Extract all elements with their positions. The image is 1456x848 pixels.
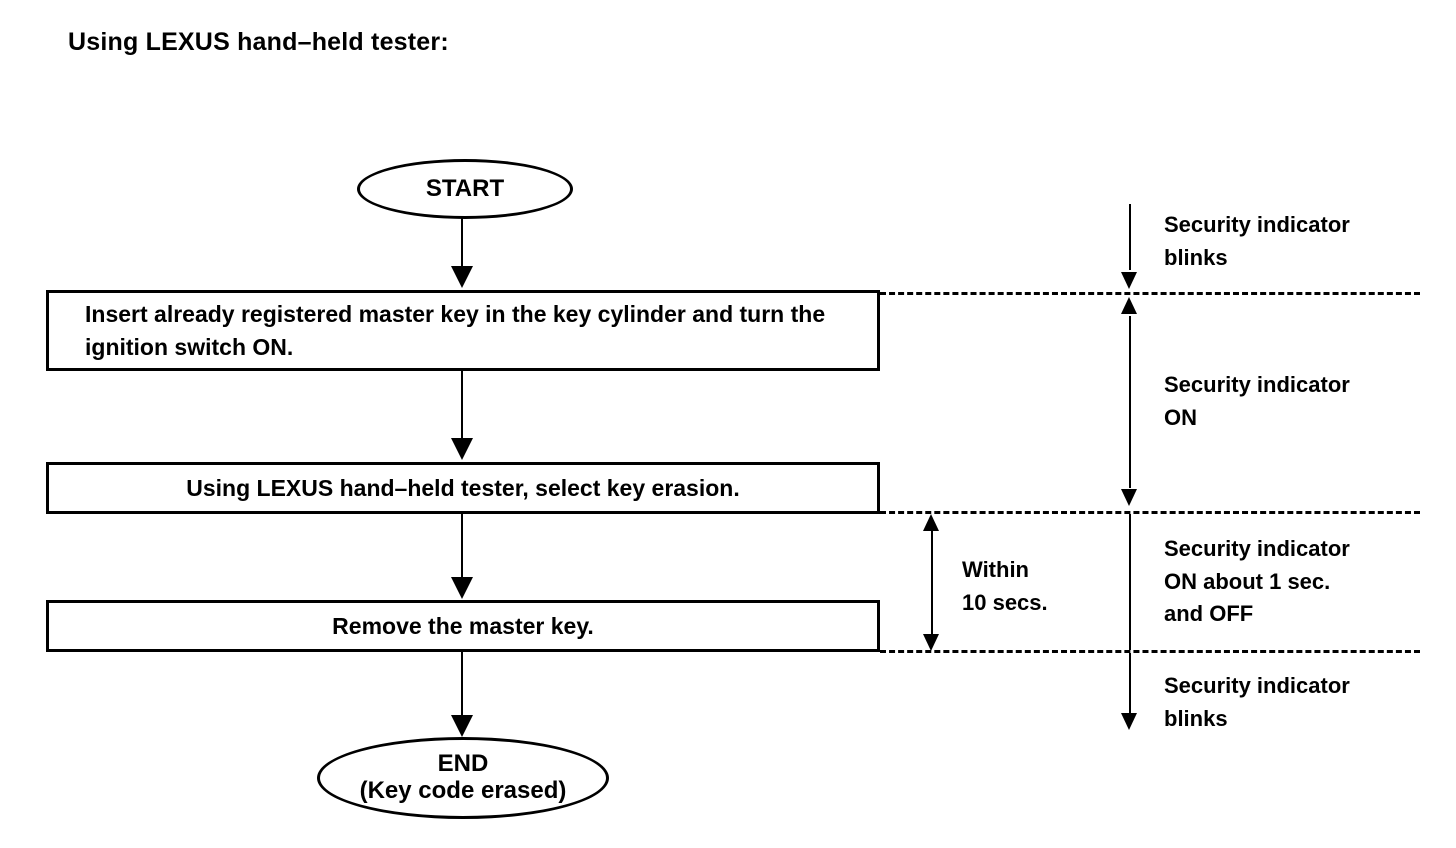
- arrowhead-insert-to-select: [451, 438, 473, 460]
- page-title: Using LEXUS hand–held tester:: [68, 28, 449, 56]
- annotation-indicator-on-1sec-off: Security indicator ON about 1 sec. and O…: [1164, 536, 1350, 627]
- timeline-segment-indicator-pulse: [1129, 514, 1131, 650]
- flow-node-start-label: START: [425, 174, 505, 202]
- within-span-arrow-up: [923, 514, 939, 531]
- arrowhead-start-to-insert: [451, 266, 473, 288]
- timeline-segment-blinks-top: [1129, 204, 1131, 270]
- arrowhead-remove-to-end: [451, 715, 473, 737]
- timeline-arrow-down-bottom: [1121, 713, 1137, 730]
- flow-node-end-sublabel: (Key code erased): [359, 777, 567, 804]
- phase-divider-top: [880, 292, 1420, 295]
- within-span-arrow-down: [923, 634, 939, 651]
- flow-node-select-key-erasion: Using LEXUS hand–held tester, select key…: [46, 462, 880, 514]
- flow-node-remove-key-label: Remove the master key.: [332, 612, 594, 639]
- timeline-segment-blinks-bottom: [1129, 653, 1131, 715]
- connector-start-to-insert: [461, 218, 463, 272]
- timeline-arrow-down-middle: [1121, 489, 1137, 506]
- annotation-indicator-blinks-bottom: Security indicator blinks: [1164, 673, 1350, 731]
- phase-divider-middle: [880, 511, 1420, 514]
- timeline-segment-indicator-on: [1129, 316, 1131, 488]
- flow-node-remove-key: Remove the master key.: [46, 600, 880, 652]
- flow-node-insert-key-label: Insert already registered master key in …: [85, 300, 826, 360]
- phase-divider-bottom: [880, 650, 1420, 653]
- flow-node-end-label: END: [437, 750, 489, 778]
- within-10-secs-label-line2: 10 secs.: [962, 590, 1048, 615]
- timeline-arrow-down-top: [1121, 272, 1137, 289]
- timeline-arrow-up-top: [1121, 297, 1137, 314]
- flow-node-insert-key: Insert already registered master key in …: [46, 290, 880, 371]
- flow-node-end: END (Key code erased): [317, 737, 609, 819]
- within-10-secs-label-line1: Within: [962, 557, 1029, 582]
- connector-insert-to-select: [461, 371, 463, 443]
- annotation-indicator-on: Security indicator ON: [1164, 372, 1350, 430]
- connector-remove-to-end: [461, 652, 463, 722]
- flow-node-select-key-erasion-label: Using LEXUS hand–held tester, select key…: [186, 474, 740, 501]
- connector-select-to-remove: [461, 514, 463, 582]
- arrowhead-select-to-remove: [451, 577, 473, 599]
- within-span-line: [931, 527, 933, 637]
- flow-node-start: START: [357, 159, 573, 219]
- annotation-indicator-blinks-top: Security indicator blinks: [1164, 212, 1350, 270]
